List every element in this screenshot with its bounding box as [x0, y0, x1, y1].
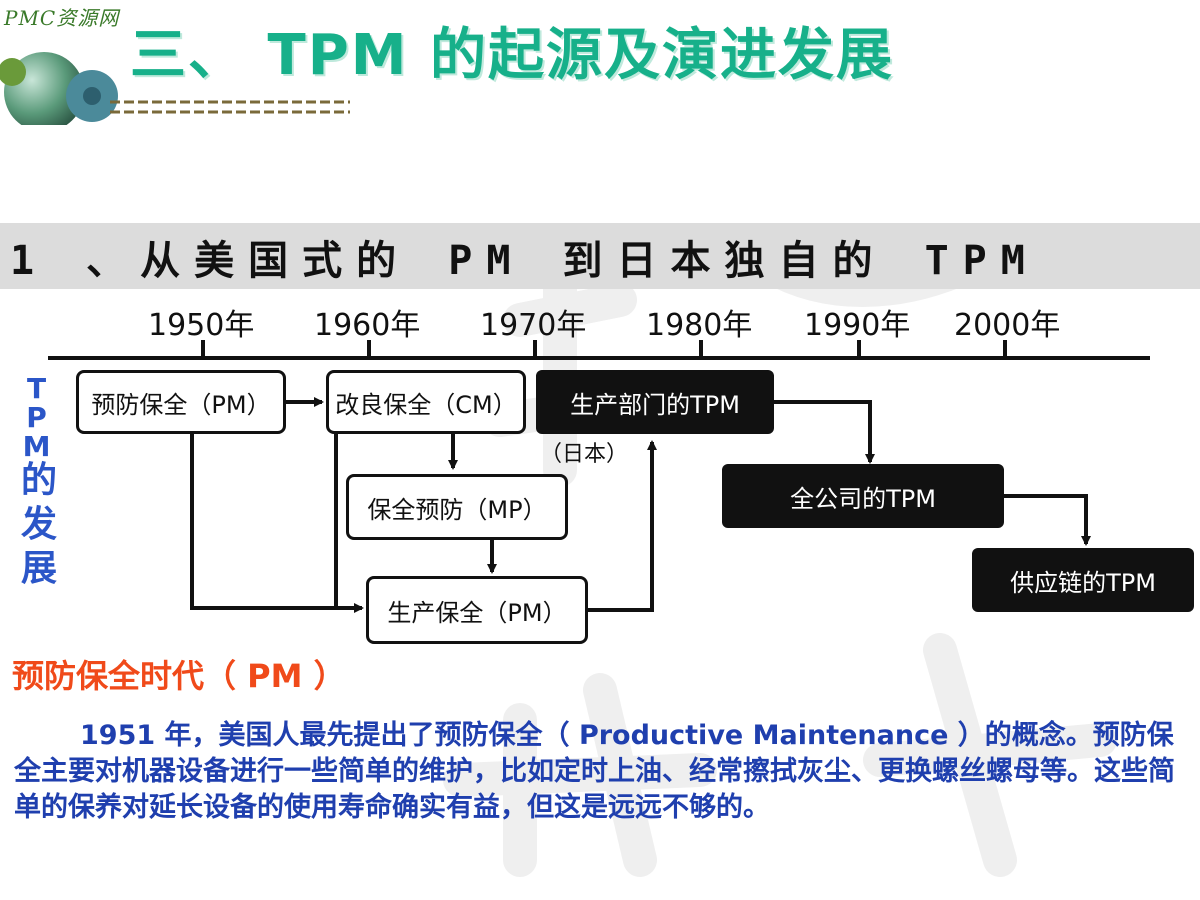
- paragraph-text: 1951 年，美国人最先提出了预防保全（ Productive Maintena…: [14, 720, 1175, 823]
- japan-note: （日本）: [540, 442, 629, 467]
- node-company-tpm: 全公司的TPM: [722, 464, 1004, 528]
- year-1970: 1970年: [480, 308, 587, 343]
- arrow-depttpm-to-companytpm: [774, 400, 875, 464]
- slide-title: 三、 TPM 的起源及演进发展: [130, 23, 894, 88]
- arrow-prodpm-to-depttpm: [588, 440, 657, 612]
- node-dept-tpm: 生产部门的TPM: [536, 370, 774, 434]
- section-banner: [0, 223, 1200, 289]
- side-label: TPM 的发展: [14, 372, 64, 591]
- logo-text: PMC资源网: [4, 6, 120, 30]
- node-supply-chain-tpm: 供应链的TPM: [972, 548, 1194, 612]
- year-1950: 1950年: [148, 308, 255, 343]
- node-productive-maintenance: 生产保全（PM）: [366, 576, 588, 644]
- section-heading: 预防保全时代（ PM ）: [12, 657, 346, 695]
- node-preventive-maintenance: 预防保全（PM）: [76, 370, 286, 434]
- arrow-pm-to-prodpm: [190, 434, 364, 613]
- year-1980: 1980年: [646, 308, 753, 343]
- side-label-tpm: TPM: [20, 372, 53, 459]
- arrow-companytpm-to-supplytpm: [1004, 494, 1091, 546]
- node-corrective-maintenance: 改良保全（CM）: [326, 370, 526, 434]
- year-1990: 1990年: [804, 308, 911, 343]
- node-maintenance-prevention: 保全预防（MP）: [346, 474, 568, 540]
- year-1960: 1960年: [314, 308, 421, 343]
- side-label-rest: 的发展: [20, 460, 57, 589]
- logo-graphic: [0, 52, 350, 125]
- year-2000: 2000年: [954, 308, 1061, 343]
- body-paragraph: 1951 年，美国人最先提出了预防保全（ Productive Maintena…: [14, 718, 1190, 826]
- section-banner-text: 1 、从美国式的 PM 到日本独自的 TPM: [10, 238, 1039, 284]
